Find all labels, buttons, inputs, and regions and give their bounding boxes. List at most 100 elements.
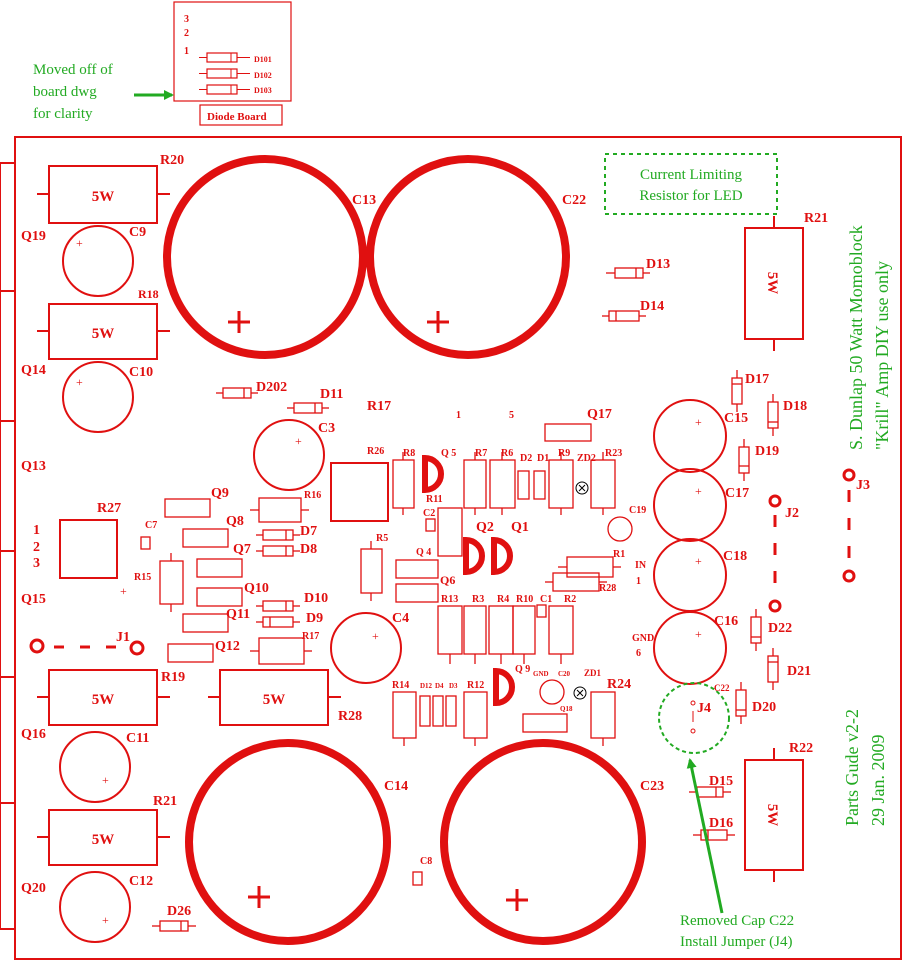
label-d10: D10 <box>304 591 328 606</box>
label-d11: D11 <box>320 387 343 402</box>
label-c18: C18 <box>723 549 747 564</box>
label-d202: D202 <box>256 380 287 395</box>
label-c9: C9 <box>129 225 146 240</box>
label-r27: R27 <box>97 501 121 516</box>
label-in: IN <box>635 560 647 571</box>
label-d1: D1 <box>537 453 549 464</box>
label-r28: R28 <box>338 709 362 724</box>
label-j3: J3 <box>856 478 870 493</box>
label-r4: R4 <box>497 594 509 605</box>
r22-rating: 5W <box>764 804 780 827</box>
moved-note-line2: board dwg <box>33 84 97 100</box>
label-r24: R24 <box>607 677 631 692</box>
label-r14: R14 <box>392 680 409 691</box>
transistor-packages <box>164 498 439 663</box>
label-d20: D20 <box>752 700 776 715</box>
label-d8: D8 <box>300 542 317 557</box>
label-q1: Q1 <box>511 520 529 535</box>
heatsink-tabs <box>0 162 16 930</box>
r28-rating: 5W <box>263 692 286 708</box>
r18-rating: 5W <box>92 326 115 342</box>
label-q8: Q8 <box>226 514 244 529</box>
label-d9: D9 <box>306 611 323 626</box>
label-c2: C2 <box>423 508 435 519</box>
label-zd1: ZD1 <box>584 668 602 678</box>
label-r2: R2 <box>564 594 576 605</box>
label-q16: Q16 <box>21 727 46 742</box>
parts-guide-date: 29 Jan. 2009 <box>868 735 888 827</box>
label-d3: D3 <box>449 682 458 690</box>
label-d19: D19 <box>755 444 779 459</box>
d101-label: D101 <box>254 55 272 64</box>
label-r9: R9 <box>558 448 570 459</box>
label-c19: C19 <box>629 505 646 516</box>
r20-rating: 5W <box>92 189 115 205</box>
d103-label: D103 <box>254 86 272 95</box>
title-line1: S. Dunlap 50 Watt Momoblock <box>846 225 866 450</box>
board-outline <box>14 136 902 960</box>
label-c1: C1 <box>540 594 552 605</box>
label-c11: C11 <box>126 731 149 746</box>
removed-cap-arrow <box>686 758 724 914</box>
label-d26: D26 <box>167 904 191 919</box>
label-q9-small: Q 9 <box>515 664 530 675</box>
removed-cap-line1: Removed Cap C22 <box>680 913 794 929</box>
label-q9: Q9 <box>211 486 229 501</box>
svg-text:+: + <box>102 913 109 927</box>
label-c22: C22 <box>562 193 586 208</box>
current-limit-box <box>604 153 778 215</box>
moved-note-line3: for clarity <box>33 106 93 122</box>
label-c16: C16 <box>714 614 738 629</box>
d102-label: D102 <box>254 71 272 80</box>
label-d17: D17 <box>745 372 769 387</box>
label-r10: R10 <box>516 594 533 605</box>
label-c15: C15 <box>724 411 748 426</box>
label-r11: R11 <box>426 494 443 505</box>
label-top-5: 5 <box>509 410 514 421</box>
label-q4: Q 4 <box>416 547 431 558</box>
svg-text:+: + <box>695 484 702 498</box>
label-q12: Q12 <box>215 639 240 654</box>
r19-rating: 5W <box>92 692 115 708</box>
label-q7: Q7 <box>233 542 251 557</box>
label-q6: Q6 <box>440 573 455 587</box>
label-top-1: 1 <box>456 410 461 421</box>
inset-pin-2: 2 <box>184 28 189 39</box>
label-d4: D4 <box>435 682 444 690</box>
inset-pin-1: 1 <box>184 46 189 57</box>
label-r21: R21 <box>804 211 828 226</box>
current-limit-line2: Resistor for LED <box>639 188 742 204</box>
label-j4: J4 <box>697 701 711 716</box>
label-r7: R7 <box>475 448 487 459</box>
svg-text:+: + <box>372 629 379 643</box>
big-capacitors <box>163 155 646 945</box>
r27-plus-mark: + <box>120 584 127 598</box>
label-r15: R15 <box>134 572 151 583</box>
label-r26: R26 <box>367 446 384 457</box>
removed-cap-line2: Install Jumper (J4) <box>680 934 792 950</box>
label-d14: D14 <box>640 299 664 314</box>
label-d18: D18 <box>783 399 807 414</box>
label-q5: Q 5 <box>441 448 456 459</box>
label-gnd-small: GND <box>533 670 549 678</box>
label-r21-left: R21 <box>153 794 177 809</box>
label-d15: D15 <box>709 774 733 789</box>
label-r1: R1 <box>613 549 625 560</box>
title-line2: "Krill" Amp DIY use only <box>872 261 892 450</box>
label-gnd-pin: 6 <box>636 648 641 659</box>
label-q20: Q20 <box>21 881 46 896</box>
small-diodes <box>152 267 779 932</box>
label-c20: C20 <box>558 670 571 678</box>
big-capacitor-plus-marks <box>228 311 528 911</box>
label-gnd: GND <box>632 633 654 644</box>
label-q2: Q2 <box>476 520 494 535</box>
label-q15: Q15 <box>21 592 46 607</box>
small-capacitors <box>140 516 633 886</box>
label-j1: J1 <box>116 630 130 645</box>
label-r19: R19 <box>161 670 185 685</box>
label-r3: R3 <box>472 594 484 605</box>
label-c22-small: C22 <box>714 683 730 693</box>
label-d13: D13 <box>646 257 670 272</box>
medium-capacitor-plus-marks: +++ +++ ++++ <box>76 236 702 927</box>
